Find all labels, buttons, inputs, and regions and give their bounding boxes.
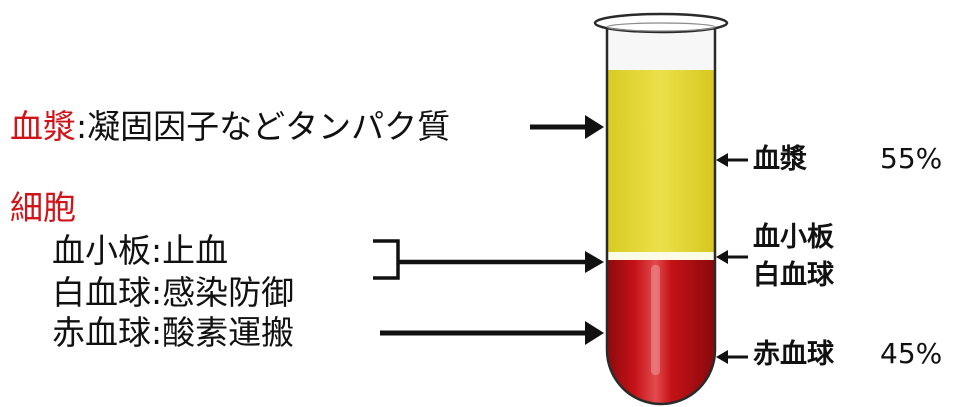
plasma-layer — [608, 70, 714, 252]
bracket-buffy — [373, 239, 400, 280]
rbc-label: 赤血球:酸素運搬 — [52, 316, 294, 349]
wbc-desc: 感染防御 — [162, 273, 295, 312]
red-cell-layer — [608, 260, 714, 403]
arrow-buffy-left-head — [585, 251, 604, 273]
platelet-sep: : — [151, 231, 163, 270]
plasma-percent: 55% — [880, 142, 943, 175]
arrow-rbc-right-head — [716, 350, 728, 364]
buffy-coat-layer — [608, 252, 714, 260]
platelet-label: 血小板:止血 — [52, 234, 228, 267]
wbc-term: 白血球 — [52, 273, 151, 312]
plasma-desc: 凝固因子などタンパク質 — [87, 107, 451, 146]
platelet-term: 血小板 — [52, 231, 151, 270]
arrow-buffy-right-head — [716, 250, 728, 264]
arrow-plasma-left-head — [585, 115, 604, 139]
tube-rim-inner — [606, 22, 716, 32]
right-wbc-label: 白血球 — [753, 260, 834, 291]
right-platelet-label: 血小板 — [753, 222, 834, 253]
arrow-plasma-right-head — [716, 153, 728, 167]
rbc-sep: : — [151, 313, 163, 352]
right-plasma-label: 血漿 — [753, 144, 807, 175]
wbc-label: 白血球:感染防御 — [52, 276, 294, 309]
platelet-desc: 止血 — [162, 231, 229, 270]
rbc-term: 赤血球 — [52, 313, 151, 352]
cells-heading: 細胞 — [10, 188, 76, 227]
tube-outline — [605, 28, 717, 406]
tube-empty-section — [607, 30, 715, 70]
right-rbc-label: 赤血球 — [753, 339, 834, 370]
plasma-sep: : — [76, 107, 88, 146]
arrow-rbc-left-head — [585, 321, 604, 345]
test-tube — [593, 12, 729, 406]
rbc-desc: 酸素運搬 — [162, 313, 295, 352]
plasma-term: 血漿 — [10, 107, 76, 146]
rbc-percent: 45% — [880, 337, 943, 370]
right-arrows — [716, 153, 748, 364]
wbc-sep: : — [151, 273, 163, 312]
left-arrows — [373, 115, 604, 345]
tube-highlight — [651, 265, 660, 375]
plasma-label: 血漿:凝固因子などタンパク質 — [10, 110, 450, 143]
